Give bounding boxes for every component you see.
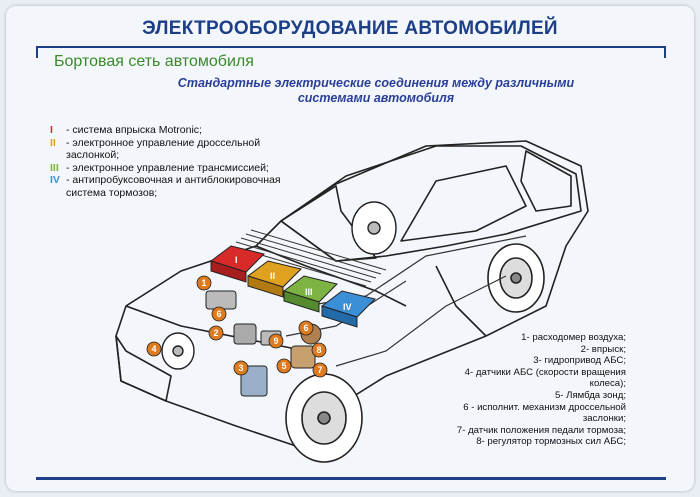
frame-right-tick	[664, 46, 666, 58]
bottom-divider	[36, 477, 666, 480]
legend-text: - электронное управление трансмиссией;	[66, 161, 269, 174]
marker-6: 6	[211, 306, 227, 322]
car-rear-window	[520, 150, 572, 212]
marker-label: 9	[273, 336, 278, 346]
rear-wheel-inner	[351, 201, 397, 255]
legend-item-IV: IV - антипробуксовочная и антиблокировоч…	[50, 174, 290, 199]
component-line: 3- гидропривод АБС;	[533, 355, 626, 367]
marker-8: 8	[311, 342, 327, 358]
marker-label: 6	[216, 309, 221, 319]
component-markers: 1 2 3 4 5 6 7 8 6 9	[146, 275, 328, 378]
marker-label: 8	[316, 345, 321, 355]
component-line: 7- датчик положения педали тормоза;	[456, 424, 626, 436]
marker-label: 3	[238, 363, 243, 373]
marker-label: 2	[213, 328, 218, 338]
unit-label-I: I	[235, 255, 238, 265]
components-list: 1- расходомер воздуха; 2- впрыск; 3- гид…	[392, 332, 626, 448]
title-divider	[36, 46, 666, 48]
car-roof	[280, 145, 582, 262]
control-unit-III	[282, 275, 338, 313]
component-line: колеса);	[589, 378, 626, 390]
legend-num: II	[50, 136, 56, 149]
marker-9: 9	[268, 333, 284, 349]
control-unit-IV	[320, 290, 376, 328]
engine-components	[205, 290, 322, 397]
car-body-outline	[115, 140, 589, 447]
unit-label-III: III	[305, 287, 313, 297]
marker-label: 4	[151, 344, 156, 354]
diagram-heading: Стандартные электрические соединения меж…	[146, 76, 606, 106]
marker-label: 6	[303, 323, 308, 333]
car-front-bumper	[115, 335, 172, 402]
component-line: 6 - исполнит. механизм дроссельной	[463, 401, 626, 413]
legend-num: III	[50, 161, 59, 174]
control-unit-I	[209, 245, 265, 283]
rear-wheel	[487, 243, 545, 313]
legend-item-II: II - электронное управление дроссельной …	[50, 137, 290, 162]
component-line: 4- датчики АБС (скорости вращения	[464, 366, 626, 378]
section-subtitle: Бортовая сеть автомобиля	[54, 53, 254, 70]
legend-num: IV	[50, 174, 60, 186]
diagram-heading-line2: системами автомобиля	[297, 91, 455, 105]
component-line: 1- расходомер воздуха;	[521, 332, 626, 343]
poster: ЭЛЕКТРООБОРУДОВАНИЕ АВТОМОБИЛЕЙ Бортовая…	[6, 6, 694, 491]
unit-label-II: II	[270, 271, 275, 281]
marker-label: 1	[201, 278, 206, 288]
component-line: 8- регулятор тормозных сил АБС;	[476, 436, 626, 448]
car-door-line	[435, 265, 487, 337]
control-unit-II	[246, 260, 302, 298]
legend-item-I: I - система впрыска Motronic;	[50, 124, 290, 137]
component-line: 2- впрыск;	[580, 343, 626, 355]
frame-left-tick	[36, 46, 38, 58]
diagram-heading-line1: Стандартные электрические соединения меж…	[177, 76, 575, 90]
marker-7: 7	[312, 362, 328, 378]
component-line: заслонки;	[582, 413, 626, 425]
marker-4: 4	[146, 341, 162, 357]
legend-num: I	[50, 124, 53, 136]
component-line: 5- Лямбда зонд;	[554, 389, 626, 401]
legend-text: - система впрыска Motronic;	[66, 124, 202, 136]
marker-5: 5	[276, 358, 292, 374]
unit-label-IV: IV	[343, 302, 352, 312]
marker-6b: 6	[298, 320, 314, 336]
front-wheel	[285, 373, 363, 463]
car-side-window	[400, 165, 527, 242]
front-wheel-inner	[161, 332, 195, 370]
marker-3: 3	[233, 360, 249, 376]
page-title: ЭЛЕКТРООБОРУДОВАНИЕ АВТОМОБИЛЕЙ	[142, 18, 558, 39]
exhaust-pipe	[335, 275, 507, 367]
marker-2: 2	[208, 325, 224, 341]
car-diagram: I II III IV 1 2 3 4 5 6 7 8 6 9	[115, 140, 589, 463]
marker-label: 7	[317, 365, 322, 375]
legend-text: - электронное управление дроссельной зас…	[66, 136, 261, 162]
marker-1: 1	[196, 275, 212, 291]
marker-label: 5	[281, 361, 286, 371]
legend-text: - антипробуксовочная и антиблокировочная…	[66, 174, 281, 199]
systems-legend: I - система впрыска Motronic; II - элект…	[50, 124, 290, 199]
legend-item-III: III - электронное управление трансмиссие…	[50, 162, 290, 175]
